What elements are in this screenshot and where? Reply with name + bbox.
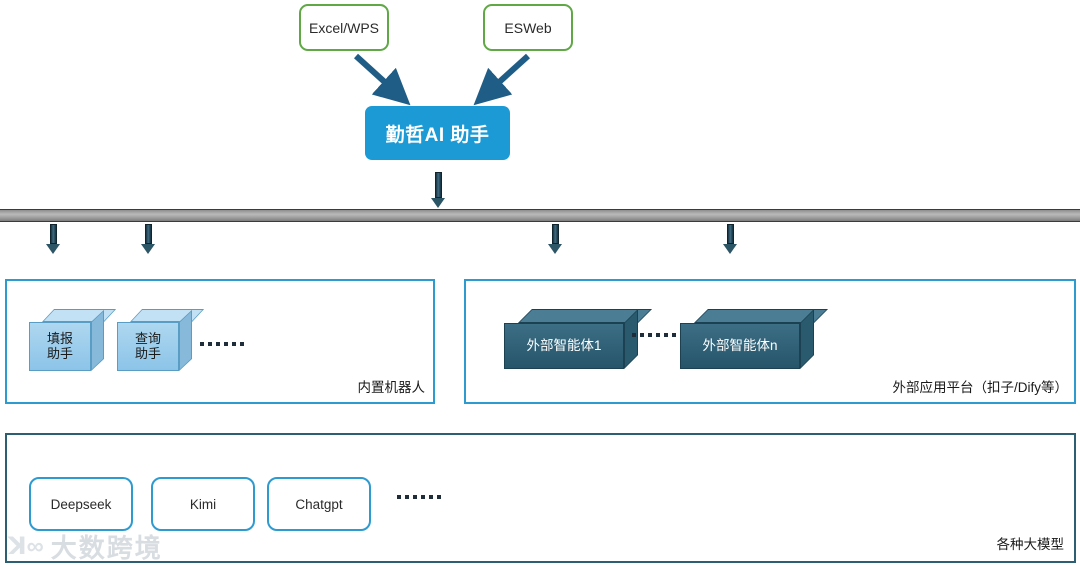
arrow-bus-to-builtin-2 <box>141 224 155 254</box>
watermark-logo-icon: ꓘ∞ <box>8 533 44 560</box>
large-model-ellipsis <box>397 495 441 499</box>
builtin-cube-1-line2: 助手 <box>46 345 73 361</box>
llm-label-kimi: Kimi <box>189 496 217 512</box>
watermark-text: 大数跨境 <box>50 533 163 563</box>
builtin-robot-cube-1[interactable]: 填报助手 <box>29 309 117 371</box>
large-model-panel-label: 各种大模型 <box>996 537 1065 552</box>
arrow-hub-to-bus <box>431 172 445 208</box>
builtin-cube-2-line1: 查询 <box>134 330 161 346</box>
builtin-robot-cube-2[interactable]: 查询助手 <box>117 309 205 371</box>
cube-top-face <box>130 309 205 322</box>
arrow-bus-to-external-2 <box>723 224 737 254</box>
builtin-robot-panel-label: 内置机器人 <box>357 380 426 395</box>
external-platform-ellipsis <box>632 333 676 337</box>
cube-front-face: 查询助手 <box>117 322 179 371</box>
arrow-bus-to-builtin-1 <box>46 224 60 254</box>
llm-box-deepseek[interactable]: Deepseek <box>29 477 133 531</box>
cube-front-face: 填报助手 <box>29 322 91 371</box>
external-agent-1-label: 外部智能体1 <box>526 338 602 354</box>
builtin-cube-1-line1: 填报 <box>46 330 73 346</box>
builtin-robot-panel: 填报助手 查询助手 内置机器人 <box>5 279 435 404</box>
external-agent-cube-1[interactable]: 外部智能体1 <box>504 309 652 369</box>
llm-box-chatgpt[interactable]: Chatgpt <box>267 477 371 531</box>
arrow-bus-to-external-1 <box>548 224 562 254</box>
llm-label-chatgpt: Chatgpt <box>295 496 343 512</box>
source-box-esweb[interactable]: ESWeb <box>483 4 573 51</box>
source-label-esweb: ESWeb <box>504 19 552 36</box>
ai-assistant-hub[interactable]: 勤哲AI 助手 <box>365 106 510 160</box>
cube-front-face: 外部智能体n <box>680 323 800 369</box>
builtin-cube-2-line2: 助手 <box>134 345 161 361</box>
llm-label-deepseek: Deepseek <box>50 496 112 512</box>
integration-bus <box>0 209 1080 222</box>
cube-side-face <box>91 309 104 371</box>
arrow-excel-to-hub <box>353 53 411 106</box>
external-agent-2-label: 外部智能体n <box>702 338 778 354</box>
builtin-robot-ellipsis <box>200 342 244 346</box>
cube-front-face: 外部智能体1 <box>504 323 624 369</box>
large-model-panel: Deepseek Kimi Chatgpt 各种大模型 <box>5 433 1076 563</box>
source-box-excel-wps[interactable]: Excel/WPS <box>299 4 389 51</box>
source-label-excel-wps: Excel/WPS <box>308 19 379 36</box>
external-agent-cube-2[interactable]: 外部智能体n <box>680 309 828 369</box>
cube-top-face <box>42 309 117 322</box>
external-platform-panel: 外部智能体1 外部智能体n 外部应用平台（扣子/Dify等） <box>464 279 1076 404</box>
llm-box-kimi[interactable]: Kimi <box>151 477 255 531</box>
ai-assistant-hub-label: 勤哲AI 助手 <box>385 124 490 146</box>
cube-side-face <box>179 309 192 371</box>
watermark: ꓘ∞ 大数跨境 <box>8 528 163 565</box>
external-platform-panel-label: 外部应用平台（扣子/Dify等） <box>892 380 1069 395</box>
arrow-esweb-to-hub <box>473 53 531 106</box>
